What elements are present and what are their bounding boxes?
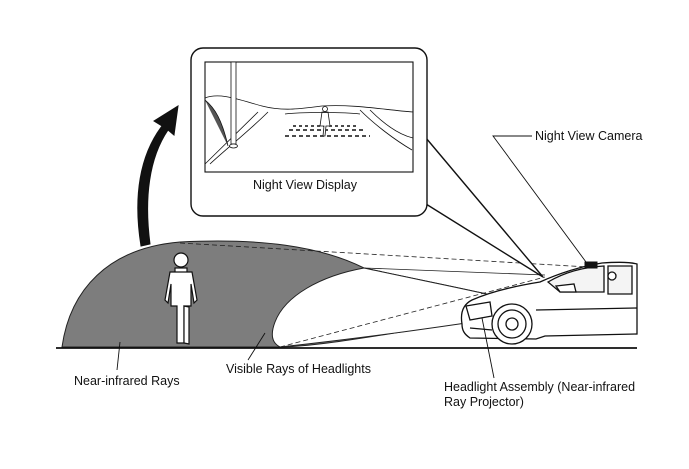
display-callout-pointer xyxy=(425,137,544,278)
headlight-assembly-label: Headlight Assembly (Near-infrared Ray Pr… xyxy=(444,380,636,409)
visible-rays-label: Visible Rays of Headlights xyxy=(226,362,371,376)
camera-icon xyxy=(584,261,598,269)
ray-line-lower xyxy=(279,276,546,348)
night-view-screen xyxy=(204,61,414,173)
visible-rays-leader-line xyxy=(247,332,266,361)
infrared-leader-line xyxy=(116,341,121,371)
headlight-leader-line xyxy=(481,317,495,379)
ray-line-mid xyxy=(363,267,546,276)
near-infrared-rays-label: Near-infrared Rays xyxy=(74,374,180,388)
curved-arrow-icon xyxy=(137,105,179,247)
night-view-display-label: Night View Display xyxy=(253,178,357,192)
pedestrian-icon xyxy=(164,252,198,345)
camera-leader-line xyxy=(492,135,587,263)
night-view-camera-label: Night View Camera xyxy=(535,129,643,143)
car-icon xyxy=(460,261,638,345)
visible-rays-area xyxy=(271,267,501,348)
